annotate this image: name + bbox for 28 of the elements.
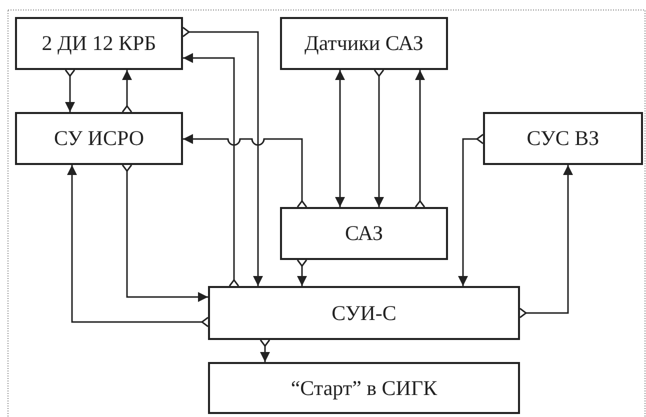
arrow bbox=[67, 165, 209, 328]
arrow bbox=[122, 70, 132, 113]
block-box bbox=[280, 207, 448, 260]
arrow bbox=[374, 69, 384, 207]
arrow bbox=[519, 165, 573, 318]
block-box bbox=[208, 286, 520, 340]
arrow bbox=[335, 70, 345, 207]
block-label: СУИ-С bbox=[332, 300, 396, 326]
block-label: 2 ДИ 12 КРБ bbox=[42, 31, 156, 56]
arrow bbox=[183, 53, 240, 287]
block-box bbox=[483, 112, 643, 165]
arrow bbox=[183, 134, 308, 208]
block-box bbox=[15, 112, 183, 165]
arrow bbox=[122, 164, 208, 302]
arrow bbox=[64, 69, 76, 112]
arrow bbox=[458, 134, 484, 286]
block-label: СУС ВЗ bbox=[526, 126, 600, 151]
block-label: СУ ИСРО bbox=[54, 126, 144, 151]
arrow bbox=[414, 70, 426, 208]
arrow bbox=[182, 26, 263, 286]
block-box bbox=[280, 17, 448, 70]
arrow bbox=[260, 339, 270, 362]
block-box bbox=[15, 17, 183, 70]
arrow bbox=[296, 259, 308, 286]
block-label: Датчики САЗ bbox=[304, 31, 424, 56]
block-label: САЗ bbox=[344, 221, 384, 246]
block-box bbox=[208, 362, 520, 414]
block-label: “Старт” в СИГК bbox=[290, 376, 438, 400]
